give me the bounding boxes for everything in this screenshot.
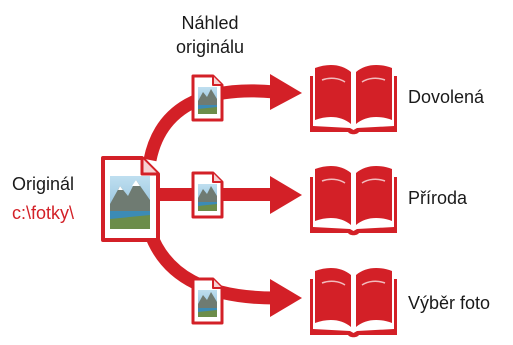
preview-photo-document-icon-bottom [191, 277, 224, 325]
book-icon [310, 165, 397, 236]
book-icon [310, 267, 397, 338]
preview-label-line2: originálu [175, 37, 245, 57]
preview-photo-document-icon-top [191, 74, 224, 122]
source-path: c:\fotky\ [12, 203, 75, 223]
album-label-vyber-foto: Výběr foto [408, 293, 491, 313]
preview-photo-document-icon-middle [191, 171, 224, 219]
album-label-priroda: Příroda [408, 188, 468, 208]
source-photo-document-icon [101, 156, 160, 242]
arrow-to-vyber-foto [143, 229, 302, 317]
arrow-to-priroda [158, 176, 302, 214]
arrow-to-dovolena [143, 74, 302, 162]
album-label-dovolena: Dovolená [408, 87, 485, 107]
source-label: Originál [12, 174, 75, 194]
book-icon [310, 64, 397, 135]
preview-label-line1: Náhled [181, 13, 239, 33]
